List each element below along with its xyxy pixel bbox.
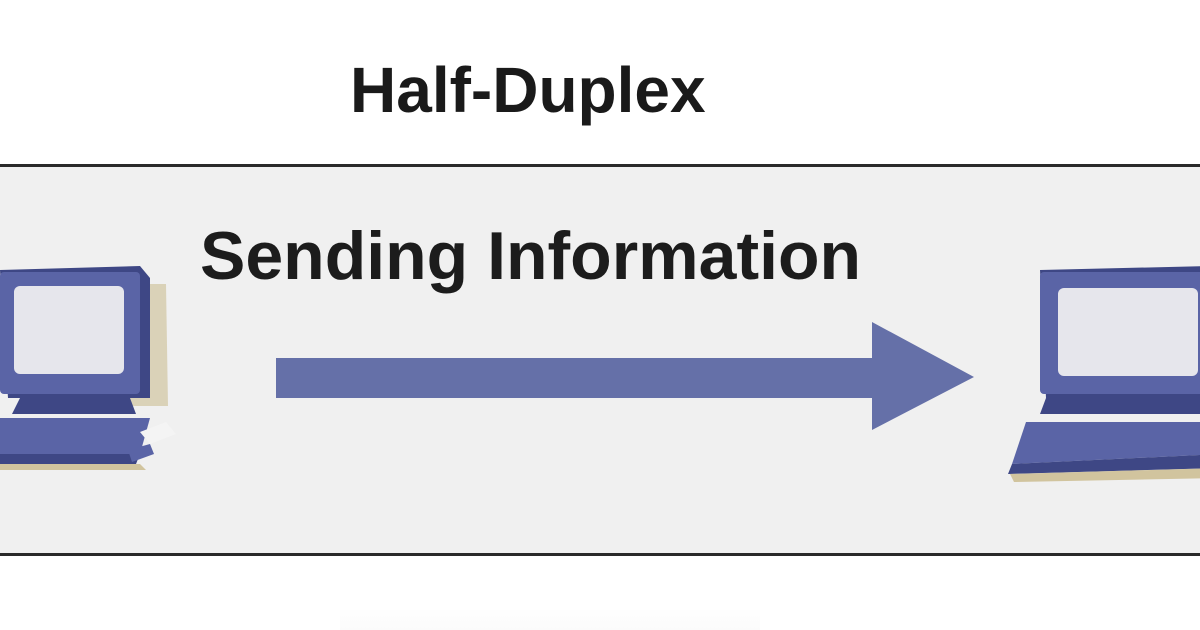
receiver-computer-icon: [1008, 266, 1200, 482]
sender-computer-icon: [0, 266, 176, 470]
send-arrow-icon: [276, 322, 974, 430]
diagram-title: Half-Duplex: [350, 54, 706, 126]
transmission-label: Sending Information: [200, 218, 862, 294]
bottom-fade: [340, 608, 760, 630]
